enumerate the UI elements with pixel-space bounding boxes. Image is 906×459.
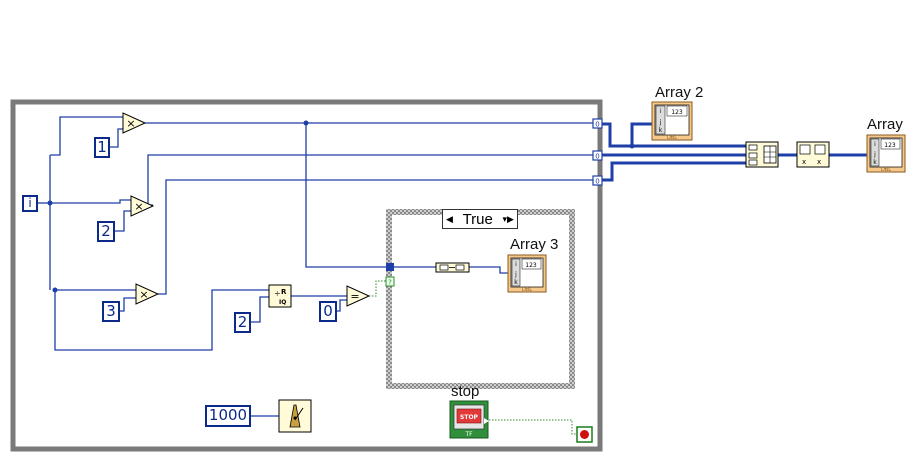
array-indicator[interactable]: i j k 123 DBL [866,134,906,173]
wire-junction [629,143,635,149]
stop-button-control[interactable]: STOP TF [449,400,489,439]
multiply-node-1[interactable]: × [122,112,147,134]
svg-text:STOP: STOP [460,414,479,421]
svg-text:DBL: DBL [522,287,532,293]
svg-text:j: j [873,151,876,158]
wire-junction [52,287,58,293]
array3-label: Array 3 [510,236,559,253]
constant-two[interactable]: 2 [97,221,115,242]
quotient-remainder-node[interactable]: ÷ R IQ [268,284,292,308]
case-value: True [462,210,493,228]
svg-text:k: k [873,159,877,166]
index-tunnel[interactable] [592,175,603,186]
svg-text:=: = [350,290,359,303]
svg-text:DBL: DBL [667,135,677,141]
transpose-array-node[interactable]: x x [796,141,830,168]
svg-text:0: 0 [595,153,599,161]
loop-condition-terminal[interactable] [576,426,593,443]
iteration-terminal[interactable]: i [22,195,38,212]
svg-text:123: 123 [525,262,537,269]
index-tunnel[interactable] [592,150,603,161]
constant-one[interactable]: 1 [94,137,110,158]
svg-text:123: 123 [884,142,896,149]
array2-indicator[interactable]: i j k 123 DBL [651,101,693,141]
multiply-node-3[interactable]: × [135,283,160,305]
wire-junction [47,200,53,206]
boolean-wires [369,280,577,435]
array2-label: Array 2 [655,84,704,101]
svg-text:i: i [874,141,876,148]
decrement-arrow-icon[interactable]: ◀ [446,213,453,224]
svg-text:x: x [817,158,821,166]
constant-three[interactable]: 3 [102,301,120,322]
array-label: Array [867,116,903,133]
svg-text:R: R [281,288,287,296]
wait-ms-node[interactable] [278,399,312,433]
svg-text:TF: TF [464,431,473,438]
svg-text:×: × [134,200,143,213]
svg-text:DBL: DBL [881,167,891,173]
svg-text:j: j [659,119,662,126]
svg-text:0: 0 [595,178,599,186]
build-array-node[interactable] [435,262,470,273]
constant-wait-ms[interactable]: 1000 [205,405,251,427]
svg-text:i: i [515,261,517,268]
svg-text:×: × [126,117,135,130]
constant-zero[interactable]: 0 [319,301,337,322]
case-selector-terminal[interactable] [385,276,395,287]
svg-text:j: j [514,271,517,278]
svg-text:IQ: IQ [279,299,286,306]
dropdown-arrow-icon[interactable]: ▾▶ [502,213,514,224]
array-wires [602,122,867,182]
equal-node[interactable]: = [346,285,371,307]
svg-text:÷: ÷ [274,289,281,298]
while-loop-frame[interactable] [10,99,603,452]
svg-text:123: 123 [671,109,683,116]
svg-text:x: x [802,158,806,166]
svg-text:×: × [139,288,148,301]
constant-divisor[interactable]: 2 [234,312,251,333]
array3-indicator[interactable]: i j k 123 DBL [507,254,547,293]
stop-label: stop [451,383,480,400]
svg-text:k: k [514,279,518,286]
index-tunnel[interactable] [592,118,603,129]
svg-text:k: k [659,127,663,134]
build-array-node-outside[interactable] [745,141,779,168]
svg-text:i: i [660,108,662,115]
case-input-tunnel[interactable] [386,263,394,271]
tunnels: 0 0 0 ? [385,118,603,287]
svg-text:?: ? [388,279,392,287]
multiply-node-2[interactable]: × [130,195,155,217]
svg-text:0: 0 [595,121,599,129]
case-selector-label[interactable]: ◀ True ▾▶ [442,209,518,229]
wire-junction [303,120,309,126]
